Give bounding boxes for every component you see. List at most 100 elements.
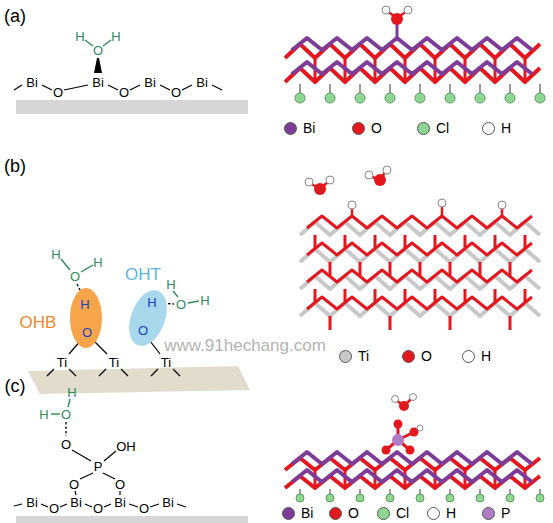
cl-atoms bbox=[296, 494, 544, 502]
atom-label: O bbox=[119, 86, 129, 99]
legend-swatch bbox=[482, 122, 495, 135]
panel-letter: (a) bbox=[4, 7, 26, 25]
atom-label: H bbox=[93, 256, 102, 269]
surface-h-and-water bbox=[305, 166, 506, 209]
legend-item: Cl bbox=[377, 505, 409, 521]
oh-bridging-ellipse: OHBHO bbox=[68, 286, 104, 350]
atom-label: O bbox=[176, 298, 186, 311]
legend-label: H bbox=[446, 506, 456, 520]
legend-swatch bbox=[482, 507, 495, 520]
atom-label: H bbox=[200, 294, 209, 307]
atom-label: H bbox=[51, 248, 60, 261]
legend-item: Bi bbox=[282, 505, 313, 521]
phosphate-and-water bbox=[382, 394, 424, 455]
atom-label: O bbox=[93, 44, 103, 57]
wedge-bond bbox=[94, 58, 102, 73]
atom-label: O bbox=[53, 86, 63, 99]
legend-label: O bbox=[348, 506, 359, 520]
atom-label: H bbox=[111, 30, 120, 43]
legend-item: H bbox=[462, 348, 491, 364]
atom-label: OH bbox=[116, 440, 136, 453]
atom-label: O bbox=[171, 86, 181, 99]
atom-label: O bbox=[82, 326, 92, 339]
legend-swatch bbox=[352, 122, 365, 135]
bioc-phosphate-slab bbox=[285, 452, 540, 494]
watermark: www.91hechang.com bbox=[164, 337, 326, 354]
hydroxyl-type-label: OHB bbox=[20, 314, 57, 331]
legend-item: O bbox=[402, 348, 432, 364]
atom-label: H bbox=[166, 278, 175, 291]
atom-label: H bbox=[67, 386, 76, 399]
atom-label: O bbox=[139, 502, 149, 515]
atom-label: Bi bbox=[92, 76, 104, 89]
legend-item: Bi bbox=[284, 120, 315, 136]
atom-label: Bi bbox=[114, 496, 126, 509]
surface-band bbox=[16, 100, 248, 114]
legend-swatch bbox=[339, 350, 352, 363]
legend-label: H bbox=[481, 349, 491, 363]
legend-item: H bbox=[482, 120, 511, 136]
atom-label: Bi bbox=[162, 496, 174, 509]
legend-label: Bi bbox=[301, 506, 313, 520]
atom-label: P bbox=[94, 460, 103, 473]
atom-label: O bbox=[61, 408, 71, 421]
surface-band bbox=[16, 516, 248, 523]
atom-label: Bi bbox=[144, 76, 156, 89]
atom-label: H bbox=[75, 30, 84, 43]
atom-label: Ti bbox=[109, 356, 119, 369]
legend-item: P bbox=[482, 505, 510, 521]
ti-bonds bbox=[47, 337, 180, 376]
legend-swatch bbox=[417, 122, 430, 135]
legend-label: Cl bbox=[436, 121, 449, 135]
legend-label: O bbox=[371, 121, 382, 135]
legend-label: Bi bbox=[303, 121, 315, 135]
atom-label: Ti bbox=[57, 356, 67, 369]
legend-swatch bbox=[402, 350, 415, 363]
atom-label: Bi bbox=[26, 76, 38, 89]
ellipse-outline bbox=[68, 286, 104, 350]
atom-label: H bbox=[147, 296, 156, 309]
legend-item: H bbox=[427, 505, 456, 521]
legend-item: Cl bbox=[417, 120, 449, 136]
panel-letter: (c) bbox=[5, 377, 26, 395]
legend-label: Cl bbox=[396, 506, 409, 520]
hydrogen-bond bbox=[65, 422, 66, 436]
legend-label: H bbox=[501, 121, 511, 135]
legend-swatch bbox=[377, 507, 390, 520]
legend-label: O bbox=[421, 349, 432, 363]
legend-swatch bbox=[329, 507, 342, 520]
bioc-slab bbox=[285, 38, 540, 93]
tio2-slab bbox=[300, 206, 540, 330]
atom-label: Ti bbox=[161, 356, 171, 369]
atom-label: Bi bbox=[196, 76, 208, 89]
atom-label: O bbox=[69, 478, 79, 491]
atom-label: O bbox=[115, 478, 125, 491]
legend-item: O bbox=[352, 120, 382, 136]
surface-bonds bbox=[14, 85, 222, 90]
atom-label: H bbox=[80, 298, 89, 311]
panel-letter: (b) bbox=[4, 157, 26, 175]
legend-swatch bbox=[427, 507, 440, 520]
atom-label: O bbox=[93, 502, 103, 515]
legend-swatch bbox=[462, 350, 475, 363]
atom-label: O bbox=[61, 438, 71, 451]
cl-atoms bbox=[295, 93, 545, 103]
hydroxyl-type-label: OHT bbox=[125, 266, 161, 283]
adsorbed-water bbox=[382, 6, 412, 38]
legend-label: Ti bbox=[358, 349, 369, 363]
phosphate-bonds bbox=[14, 450, 186, 507]
legend-item: Ti bbox=[339, 348, 369, 364]
legend-label: P bbox=[501, 506, 510, 520]
atom-label: O bbox=[70, 270, 80, 283]
legend-swatch bbox=[282, 507, 295, 520]
atom-label: Bi bbox=[26, 496, 38, 509]
atom-label: H bbox=[39, 408, 48, 421]
atom-label: Bi bbox=[70, 496, 82, 509]
legend-item: O bbox=[329, 505, 359, 521]
atom-label: O bbox=[138, 324, 148, 337]
atom-label: O bbox=[49, 502, 59, 515]
legend-swatch bbox=[284, 122, 297, 135]
surface-band bbox=[28, 366, 250, 394]
